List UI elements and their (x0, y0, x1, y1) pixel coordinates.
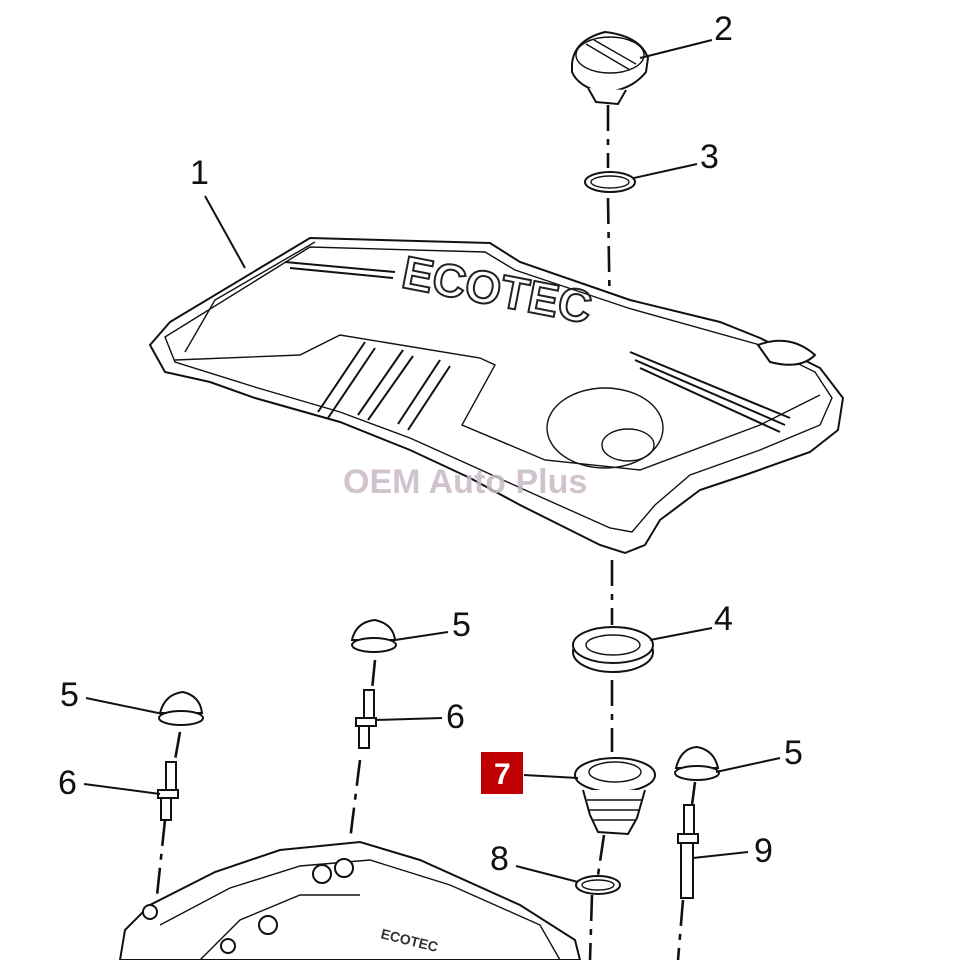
callout-6-upper: 6 (446, 698, 465, 736)
callout-labels: 2 3 1 4 5 5 5 6 6 7 8 9 (58, 10, 803, 878)
callout-5-left: 5 (60, 676, 79, 714)
callout-2: 2 (714, 10, 733, 48)
watermark-text: OEM Auto Plus (343, 463, 587, 501)
engine-cover: ECOTEC (148, 236, 845, 555)
callout-3: 3 (700, 138, 719, 176)
callout-7-highlight-box (481, 752, 523, 794)
callout-6-left: 6 (58, 764, 77, 802)
filler-grommet (572, 626, 654, 673)
callout-8: 8 (490, 840, 509, 878)
oil-filler-tube (574, 757, 656, 836)
mount-stud-a (355, 689, 377, 749)
callout-4: 4 (714, 600, 733, 638)
callout-9: 9 (754, 832, 773, 870)
callout-5-right: 5 (784, 734, 803, 772)
mount-grommet-b (158, 690, 204, 726)
oil-filler-cap (571, 30, 650, 106)
tube-o-ring (575, 875, 621, 895)
mount-grommet-a (350, 618, 397, 653)
mount-grommet-c (674, 745, 720, 781)
callout-5-upper: 5 (452, 606, 471, 644)
cam-housing: ECOTEC (118, 840, 582, 960)
mount-stud-b (157, 761, 179, 821)
callout-1: 1 (190, 154, 209, 192)
callout-7: 7 (494, 758, 511, 791)
mount-bolt (677, 804, 699, 899)
leader-lines (83, 39, 781, 883)
cap-seal-ring (584, 171, 636, 193)
